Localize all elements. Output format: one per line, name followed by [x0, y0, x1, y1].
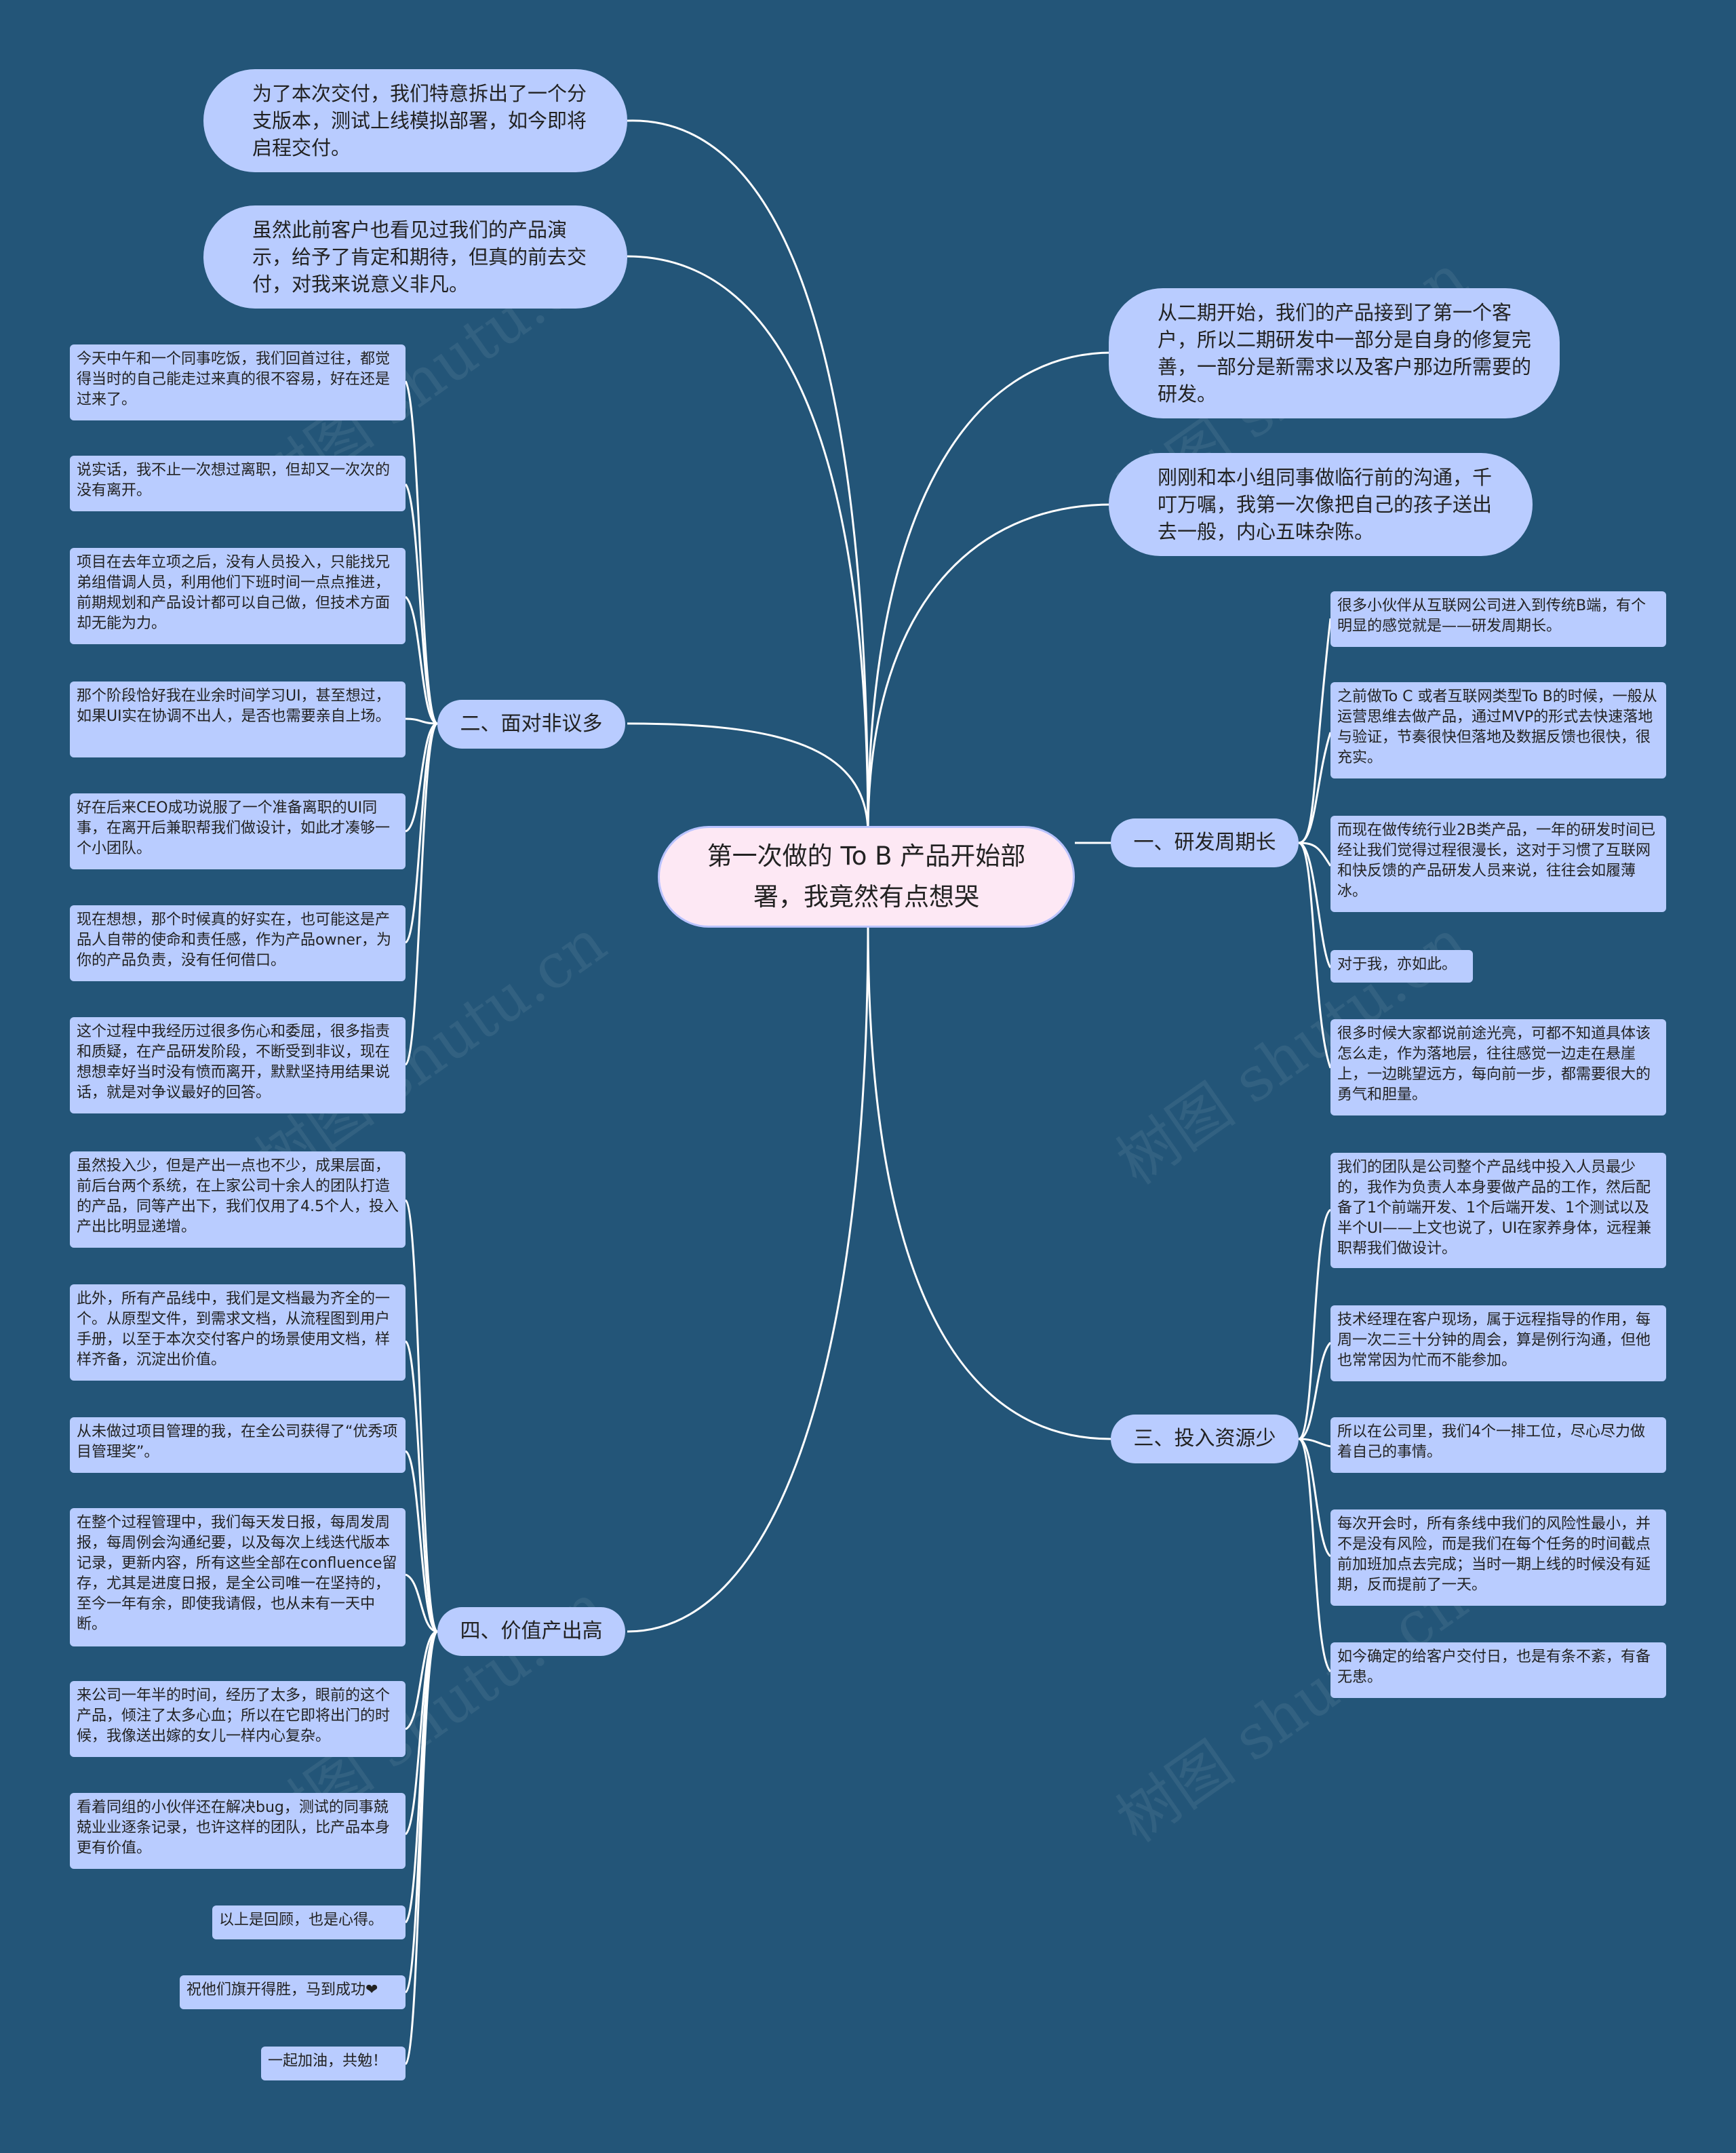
leaf-criticism-7[interactable]: 这个过程中我经历过很多伤心和委屈，很多指责和质疑，在产品研发阶段，不断受到非议，…: [70, 1017, 406, 1113]
leaf-text: 很多小伙伴从互联网公司进入到传统B端，有个明显的感觉就是——研发周期长。: [1337, 597, 1646, 635]
top-note-left-2[interactable]: 虽然此前客户也看见过我们的产品演示，给予了肯定和期待，但真的前去交付，对我来说意…: [203, 205, 627, 309]
leaf-value-1[interactable]: 虽然投入少，但是产出一点也不少，成果层面，前后台两个系统，在上家公司十余人的团队…: [70, 1151, 406, 1248]
leaf-research-5[interactable]: 很多时候大家都说前途光亮，可都不知道具体该怎么走，作为落地层，往往感觉一边走在悬…: [1330, 1019, 1666, 1115]
leaf-text: 说实话，我不止一次想过离职，但却又一次次的没有离开。: [77, 462, 391, 499]
leaf-research-3[interactable]: 而现在做传统行业2B类产品，一年的研发时间已经让我们觉得过程很漫长，这对于习惯了…: [1330, 816, 1666, 912]
leaf-text: 此外，所有产品线中，我们是文档最为齐全的一个。从原型文件，到需求文档，从流程图到…: [77, 1290, 391, 1368]
leaf-research-4[interactable]: 对于我，亦如此。: [1330, 950, 1473, 983]
branch-label: 四、价值产出高: [460, 1619, 603, 1643]
leaf-text: 看着同组的小伙伴还在解决bug，测试的同事兢兢业业逐条记录，也许这样的团队，比产…: [77, 1799, 391, 1857]
leaf-value-8[interactable]: 祝他们旗开得胜，马到成功❤: [180, 1975, 406, 2009]
leaf-text: 很多时候大家都说前途光亮，可都不知道具体该怎么走，作为落地层，往往感觉一边走在悬…: [1337, 1025, 1651, 1103]
leaf-criticism-5[interactable]: 好在后来CEO成功说服了一个准备离职的UI同事，在离开后兼职帮我们做设计，如此才…: [70, 793, 406, 869]
leaf-value-4[interactable]: 在整个过程管理中，我们每天发日报，每周发周报，每周例会沟通纪要，以及每次上线迭代…: [70, 1508, 406, 1646]
note-text: 为了本次交付，我们特意拆出了一个分支版本，测试上线模拟部署，如今即将启程交付。: [252, 82, 587, 159]
leaf-research-1[interactable]: 很多小伙伴从互联网公司进入到传统B端，有个明显的感觉就是——研发周期长。: [1330, 591, 1666, 647]
leaf-text: 在整个过程管理中，我们每天发日报，每周发周报，每周例会沟通纪要，以及每次上线迭代…: [77, 1514, 397, 1633]
leaf-text: 而现在做传统行业2B类产品，一年的研发时间已经让我们觉得过程很漫长，这对于习惯了…: [1337, 822, 1656, 900]
leaf-criticism-3[interactable]: 项目在去年立项之后，没有人员投入，只能找兄弟组借调人员，利用他们下班时间一点点推…: [70, 548, 406, 644]
leaf-criticism-2[interactable]: 说实话，我不止一次想过离职，但却又一次次的没有离开。: [70, 456, 406, 511]
leaf-value-9[interactable]: 一起加油，共勉！: [261, 2047, 406, 2080]
leaf-value-7[interactable]: 以上是回顾，也是心得。: [212, 1905, 406, 1939]
leaf-text: 一起加油，共勉！: [268, 2053, 388, 2070]
leaf-text: 祝他们旗开得胜，马到成功❤: [186, 1981, 378, 1998]
note-text: 虽然此前客户也看见过我们的产品演示，给予了肯定和期待，但真的前去交付，对我来说意…: [252, 218, 587, 296]
leaf-criticism-1[interactable]: 今天中午和一个同事吃饭，我们回首过往，都觉得当时的自己能走过来真的很不容易，好在…: [70, 344, 406, 420]
leaf-resources-5[interactable]: 如今确定的给客户交付日，也是有条不紊，有备无患。: [1330, 1642, 1666, 1698]
leaf-value-3[interactable]: 从未做过项目管理的我，在全公司获得了“优秀项目管理奖”。: [70, 1417, 406, 1473]
branch-criticism[interactable]: 二、面对非议多: [437, 700, 625, 749]
leaf-text: 之前做To C 或者互联网类型To B的时候，一般从运营思维去做产品，通过MVP…: [1337, 688, 1657, 766]
leaf-value-5[interactable]: 来公司一年半的时间，经历了太多，眼前的这个产品，倾注了太多心血；所以在它即将出门…: [70, 1681, 406, 1757]
top-note-left-1[interactable]: 为了本次交付，我们特意拆出了一个分支版本，测试上线模拟部署，如今即将启程交付。: [203, 69, 627, 172]
leaf-text: 技术经理在客户现场，属于远程指导的作用，每周一次二三十分钟的周会，算是例行沟通，…: [1337, 1311, 1651, 1369]
leaf-text: 以上是回顾，也是心得。: [219, 1912, 384, 1929]
leaf-value-6[interactable]: 看着同组的小伙伴还在解决bug，测试的同事兢兢业业逐条记录，也许这样的团队，比产…: [70, 1793, 406, 1869]
top-note-right-1[interactable]: 从二期开始，我们的产品接到了第一个客户，所以二期研发中一部分是自身的修复完善，一…: [1109, 288, 1560, 418]
leaf-text: 虽然投入少，但是产出一点也不少，成果层面，前后台两个系统，在上家公司十余人的团队…: [77, 1158, 399, 1236]
leaf-resources-2[interactable]: 技术经理在客户现场，属于远程指导的作用，每周一次二三十分钟的周会，算是例行沟通，…: [1330, 1305, 1666, 1381]
leaf-text: 所以在公司里，我们4个一排工位，尽心尽力做着自己的事情。: [1337, 1423, 1645, 1461]
branch-label: 一、研发周期长: [1133, 831, 1276, 854]
branch-label: 二、面对非议多: [460, 712, 603, 736]
leaf-resources-3[interactable]: 所以在公司里，我们4个一排工位，尽心尽力做着自己的事情。: [1330, 1417, 1666, 1473]
leaf-text: 现在想想，那个时候真的好实在，也可能这是产品人自带的使命和责任感，作为产品own…: [77, 911, 391, 969]
leaf-text: 好在后来CEO成功说服了一个准备离职的UI同事，在离开后兼职帮我们做设计，如此才…: [77, 799, 391, 857]
leaf-text: 这个过程中我经历过很多伤心和委屈，很多指责和质疑，在产品研发阶段，不断受到非议，…: [77, 1023, 391, 1101]
note-text: 从二期开始，我们的产品接到了第一个客户，所以二期研发中一部分是自身的修复完善，一…: [1158, 301, 1532, 406]
leaf-criticism-4[interactable]: 那个阶段恰好我在业余时间学习UI，甚至想过，如果UI实在协调不出人，是否也需要亲…: [70, 682, 406, 757]
leaf-text: 如今确定的给客户交付日，也是有条不紊，有备无患。: [1337, 1648, 1651, 1686]
leaf-resources-1[interactable]: 我们的团队是公司整个产品线中投入人员最少的，我作为负责人本身要做产品的工作，然后…: [1330, 1153, 1666, 1268]
top-note-right-2[interactable]: 刚刚和本小组同事做临行前的沟通，千叮万嘱，我第一次像把自己的孩子送出去一般，内心…: [1109, 453, 1533, 556]
leaf-text: 今天中午和一个同事吃饭，我们回首过往，都觉得当时的自己能走过来真的很不容易，好在…: [77, 351, 391, 408]
note-text: 刚刚和本小组同事做临行前的沟通，千叮万嘱，我第一次像把自己的孩子送出去一般，内心…: [1158, 466, 1493, 543]
leaf-research-2[interactable]: 之前做To C 或者互联网类型To B的时候，一般从运营思维去做产品，通过MVP…: [1330, 682, 1666, 778]
root-title: 第一次做的 To B 产品开始部署，我竟然有点想哭: [707, 842, 1026, 911]
leaf-criticism-6[interactable]: 现在想想，那个时候真的好实在，也可能这是产品人自带的使命和责任感，作为产品own…: [70, 905, 406, 981]
branch-research-cycle[interactable]: 一、研发周期长: [1111, 818, 1299, 867]
leaf-text: 那个阶段恰好我在业余时间学习UI，甚至想过，如果UI实在协调不出人，是否也需要亲…: [77, 688, 391, 725]
leaf-text: 项目在去年立项之后，没有人员投入，只能找兄弟组借调人员，利用他们下班时间一点点推…: [77, 554, 391, 632]
leaf-text: 我们的团队是公司整个产品线中投入人员最少的，我作为负责人本身要做产品的工作，然后…: [1337, 1159, 1652, 1257]
leaf-text: 每次开会时，所有条线中我们的风险性最小，并不是没有风险，而是我们在每个任务的时间…: [1337, 1516, 1651, 1594]
branch-label: 三、投入资源少: [1133, 1427, 1276, 1450]
branch-low-resources[interactable]: 三、投入资源少: [1111, 1415, 1299, 1463]
leaf-text: 来公司一年半的时间，经历了太多，眼前的这个产品，倾注了太多心血；所以在它即将出门…: [77, 1687, 391, 1745]
leaf-text: 从未做过项目管理的我，在全公司获得了“优秀项目管理奖”。: [77, 1423, 398, 1461]
leaf-resources-4[interactable]: 每次开会时，所有条线中我们的风险性最小，并不是没有风险，而是我们在每个任务的时间…: [1330, 1509, 1666, 1606]
leaf-text: 对于我，亦如此。: [1337, 956, 1457, 973]
leaf-value-2[interactable]: 此外，所有产品线中，我们是文档最为齐全的一个。从原型文件，到需求文档，从流程图到…: [70, 1284, 406, 1381]
root-node[interactable]: 第一次做的 To B 产品开始部署，我竟然有点想哭: [658, 826, 1075, 928]
branch-high-value[interactable]: 四、价值产出高: [437, 1607, 625, 1656]
